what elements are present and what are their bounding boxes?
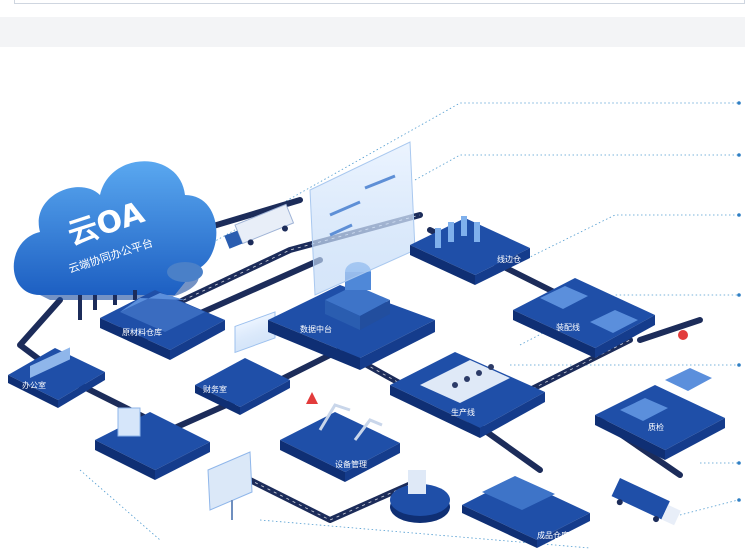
label-finished-warehouse: 成品仓库 xyxy=(537,530,569,540)
platform-raw-warehouse: 原材料仓库 xyxy=(100,290,225,360)
guide-dots xyxy=(737,101,741,502)
label-finance: 财务室 xyxy=(203,384,227,394)
label-line-side: 线边仓 xyxy=(497,254,521,264)
label-raw-warehouse: 原材料仓库 xyxy=(122,327,162,337)
platform-data-center: 数据中台 xyxy=(268,142,435,370)
guide-line-3 xyxy=(520,215,738,262)
label-data-center: 数据中台 xyxy=(300,324,332,334)
platform-round xyxy=(390,470,450,523)
alarm-icon xyxy=(678,330,688,340)
label-office: 办公室 xyxy=(22,380,46,390)
platform-production-line: 生产线 xyxy=(390,352,545,438)
warning-icon xyxy=(306,392,318,404)
platform-equipment: 设备管理 xyxy=(280,392,400,482)
platform-office: 办公室 xyxy=(8,347,105,408)
hologram-screen xyxy=(310,142,415,295)
label-assembly: 装配线 xyxy=(556,322,580,332)
monitor-icon xyxy=(208,452,252,520)
guide-line-2 xyxy=(415,155,738,180)
platform-assembly: 装配线 xyxy=(513,278,655,358)
label-production-line: 生产线 xyxy=(451,407,475,417)
platform-line-side: 线边仓 xyxy=(410,216,530,285)
label-quality: 质检 xyxy=(648,422,664,432)
guide-line-7 xyxy=(680,500,738,515)
delivery-truck-icon xyxy=(609,478,682,530)
label-equipment: 设备管理 xyxy=(335,459,367,469)
data-disc-icon xyxy=(167,262,203,282)
guide-line-9 xyxy=(80,470,160,540)
platform-finished-warehouse: 成品仓库 xyxy=(462,476,590,548)
